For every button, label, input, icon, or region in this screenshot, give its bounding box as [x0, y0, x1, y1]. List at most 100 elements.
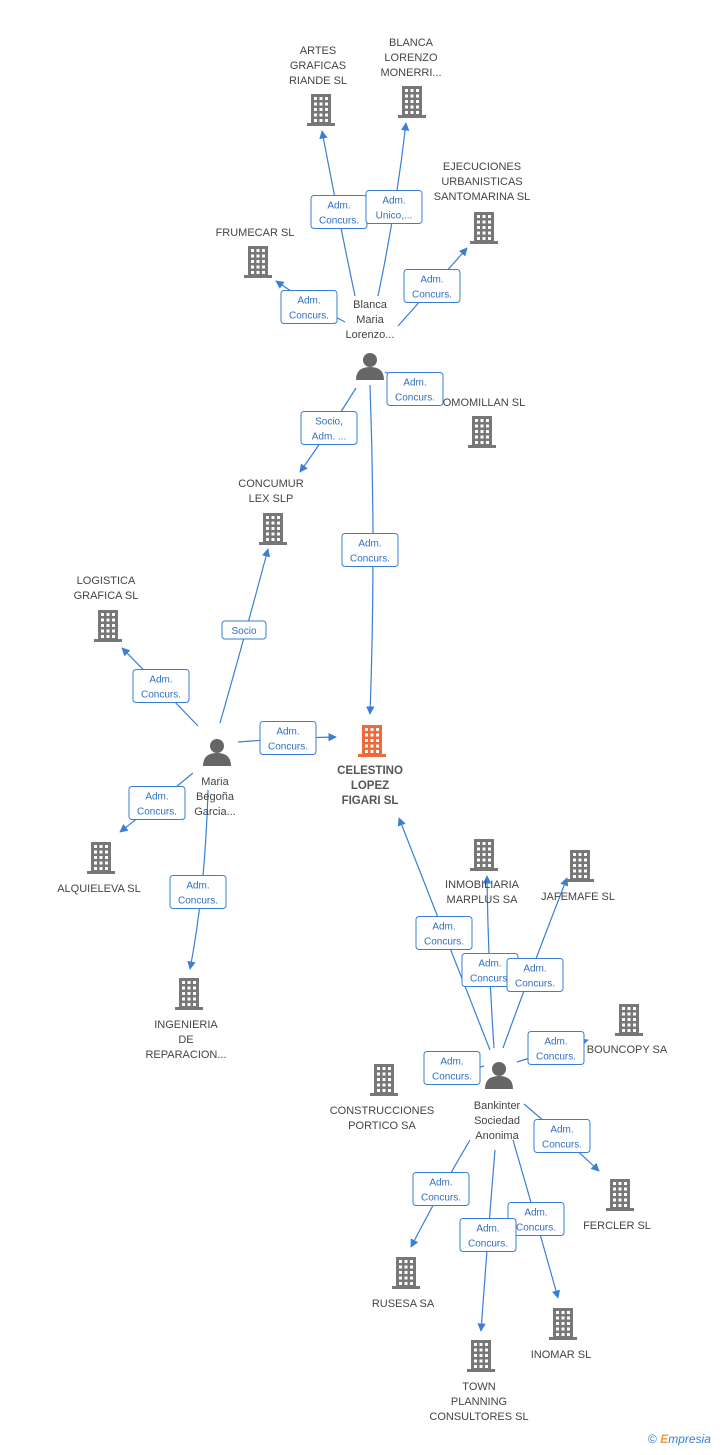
edge-label-box — [259, 721, 317, 755]
node-label: FRUMECAR SL — [216, 227, 295, 239]
edge-label-blanca-blanca_lm[interactable]: Adm.Unico,... — [365, 190, 423, 224]
node-ingenieria[interactable]: INGENIERIADEREPARACION... — [145, 978, 227, 1061]
node-label: LOPEZ — [351, 780, 389, 792]
node-label: REPARACION... — [145, 1049, 226, 1061]
node-label: PORTICO SA — [348, 1120, 416, 1132]
node-alquieleva[interactable]: ALQUIELEVA SL — [57, 842, 141, 895]
edge-label-box — [128, 786, 186, 820]
edge-label-text: Adm. — [476, 1224, 499, 1235]
node-label: SANTOMARINA SL — [434, 191, 530, 203]
edge-label-text: Adm. — [145, 792, 168, 803]
edge-label-maria-concumur[interactable]: Socio — [221, 620, 267, 640]
edge-label-text: Adm. — [149, 675, 172, 686]
node-bouncopy[interactable]: BOUNCOPY SA — [587, 1004, 668, 1056]
edge-label-text: Adm. — [523, 964, 546, 975]
edge-label-bankinter-bouncopy[interactable]: Adm.Concurs. — [527, 1031, 585, 1065]
building-icon — [470, 839, 498, 871]
building-icon — [175, 978, 203, 1010]
edge-label-box — [403, 269, 461, 303]
edge-label-blanca-concumur[interactable]: Socio,Adm. ... — [300, 411, 358, 445]
edge-label-text: Concurs. — [542, 1140, 582, 1151]
edge-labels-layer: Adm.Concurs.Adm.Unico,...Adm.Concurs.Adm… — [128, 190, 591, 1252]
edge-label-text: Adm. — [550, 1125, 573, 1136]
edge-label-text: Adm. — [382, 196, 405, 207]
edge-label-bankinter-construcciones[interactable]: Adm.Concurs. — [423, 1051, 481, 1085]
edge-label-blanca-frumecar[interactable]: Adm.Concurs. — [280, 290, 338, 324]
node-rusesa[interactable]: RUSESA SA — [372, 1257, 435, 1310]
node-label: INMOBILIARIA — [445, 879, 520, 891]
node-fercler[interactable]: FERCLER SL — [583, 1179, 651, 1232]
edge-label-box — [132, 669, 190, 703]
edge-label-text: Concurs. — [395, 393, 435, 404]
node-label: EJECUCIONES — [443, 161, 521, 173]
edge-label-text: Concurs. — [350, 554, 390, 565]
edge-label-maria-logistica[interactable]: Adm.Concurs. — [132, 669, 190, 703]
node-maria[interactable]: MariaBegoñaGarcia... — [194, 739, 236, 818]
edge-label-text: Adm. — [432, 922, 455, 933]
edge-label-blanca-celestino[interactable]: Adm. Concurs. — [341, 533, 399, 567]
edge-label-bankinter-fercler[interactable]: Adm. Concurs. — [533, 1119, 591, 1153]
brand-name: mpresia — [668, 1432, 711, 1446]
edge-label-box — [300, 411, 358, 445]
edge-label-bankinter-rusesa[interactable]: Adm.Concurs. — [412, 1172, 470, 1206]
node-label: INOMAR SL — [531, 1349, 592, 1361]
node-label: Blanca — [353, 299, 388, 311]
edge-label-bankinter-town[interactable]: Adm.Concurs. — [459, 1218, 517, 1252]
node-label: LOGISTICA — [77, 575, 136, 587]
node-label: Begoña — [196, 791, 235, 803]
node-inomar[interactable]: INOMAR SL — [531, 1308, 592, 1361]
node-label: Bankinter — [474, 1100, 521, 1112]
edge-label-box — [423, 1051, 481, 1085]
node-frumecar[interactable]: FRUMECAR SL — [216, 227, 295, 278]
edge-label-box — [459, 1218, 517, 1252]
person-icon — [485, 1062, 513, 1089]
building-icon — [87, 842, 115, 874]
node-label: ARTES — [300, 45, 336, 57]
node-blanca_lm[interactable]: BLANCALORENZOMONERRI... — [380, 37, 442, 118]
edge-label-blanca-omomillan[interactable]: Adm. Concurs. — [386, 372, 444, 406]
edge-label-text: Adm. — [524, 1208, 547, 1219]
edge-label-box — [341, 533, 399, 567]
edge-label-text: Adm. — [440, 1057, 463, 1068]
edge-label-blanca-ejecuciones[interactable]: Adm.Concurs. — [403, 269, 461, 303]
edge-label-blanca-artes[interactable]: Adm.Concurs. — [310, 195, 368, 229]
edge-label-maria-celestino[interactable]: Adm. Concurs. — [259, 721, 317, 755]
edge-label-bankinter-jafemafe[interactable]: Adm.Concurs. — [506, 958, 564, 992]
node-jafemafe[interactable]: JAFEMAFE SL — [541, 850, 615, 903]
edge-label-bankinter-celestino[interactable]: Adm.Concurs. — [415, 916, 473, 950]
edge-label-text: Concurs. — [268, 742, 308, 753]
edge-label-maria-alquieleva[interactable]: Adm.Concurs. — [128, 786, 186, 820]
edge-label-maria-ingenieria[interactable]: Adm.Concurs. — [169, 875, 227, 909]
edge-label-text: Concurs. — [178, 896, 218, 907]
node-label: TOWN — [462, 1381, 495, 1393]
node-omomillan[interactable]: OMOMILLAN SL — [443, 397, 526, 448]
building-icon — [566, 850, 594, 882]
node-label: JAFEMAFE SL — [541, 891, 615, 903]
edge-label-text: Adm. — [358, 539, 381, 550]
building-icon — [259, 513, 287, 545]
edge-label-text: Adm. — [403, 378, 426, 389]
node-label: Anonima — [475, 1130, 519, 1142]
node-label: Maria — [201, 776, 229, 788]
edge-label-text: Concurs. — [421, 1193, 461, 1204]
edge-label-text: Concurs. — [470, 974, 510, 985]
building-icon — [244, 246, 272, 278]
node-label: ALQUIELEVA SL — [57, 883, 141, 895]
building-icon — [470, 212, 498, 244]
brand-initial: E — [660, 1432, 669, 1446]
edge-label-box — [533, 1119, 591, 1153]
edge-label-text: Adm. ... — [312, 432, 346, 443]
node-blanca[interactable]: BlancaMariaLorenzo... — [346, 299, 395, 380]
edge-label-text: Adm. — [276, 727, 299, 738]
building-icon — [370, 1064, 398, 1096]
